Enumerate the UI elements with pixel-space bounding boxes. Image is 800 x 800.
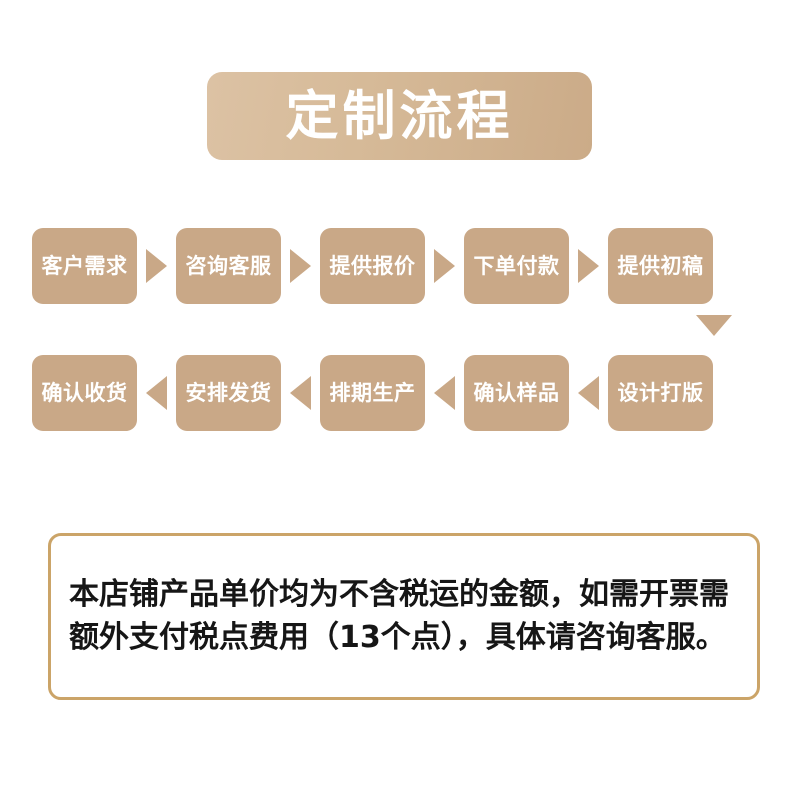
process-step-label: 提供初稿 xyxy=(617,253,704,278)
process-flow-row-2: 确认收货 安排发货 排期生产 确认样品 设计打版 xyxy=(0,355,800,431)
triangle-right-icon xyxy=(434,249,455,283)
process-step-confirm-sample[interactable]: 确认样品 xyxy=(464,355,569,431)
process-step-arrange-shipment[interactable]: 安排发货 xyxy=(176,355,281,431)
process-flow-row-1: 客户需求 咨询客服 提供报价 下单付款 提供初稿 xyxy=(0,228,800,304)
triangle-left-icon xyxy=(146,376,167,410)
triangle-left-icon xyxy=(578,376,599,410)
process-step-place-order-payment[interactable]: 下单付款 xyxy=(464,228,569,304)
process-step-label: 咨询客服 xyxy=(185,253,272,278)
page-title: 定制流程 xyxy=(285,85,514,147)
notice-box: 本店铺产品单价均为不含税运的金额，如需开票需额外支付税点费用（13个点），具体请… xyxy=(48,533,760,700)
process-step-provide-draft[interactable]: 提供初稿 xyxy=(608,228,713,304)
triangle-down-icon xyxy=(696,315,732,336)
process-step-label: 确认样品 xyxy=(473,380,560,405)
process-step-confirm-receipt[interactable]: 确认收货 xyxy=(32,355,137,431)
triangle-right-icon xyxy=(578,249,599,283)
process-step-label: 下单付款 xyxy=(473,253,560,278)
process-step-consult-service[interactable]: 咨询客服 xyxy=(176,228,281,304)
triangle-left-icon xyxy=(434,376,455,410)
process-step-schedule-production[interactable]: 排期生产 xyxy=(320,355,425,431)
process-step-label: 确认收货 xyxy=(41,380,128,405)
triangle-right-icon xyxy=(146,249,167,283)
process-step-label: 客户需求 xyxy=(41,253,128,278)
notice-text: 本店铺产品单价均为不含税运的金额，如需开票需额外支付税点费用（13个点），具体请… xyxy=(69,576,729,655)
process-step-customer-requirement[interactable]: 客户需求 xyxy=(32,228,137,304)
process-step-label: 安排发货 xyxy=(185,380,272,405)
page-title-banner: 定制流程 xyxy=(207,72,592,160)
process-step-label: 设计打版 xyxy=(617,380,704,405)
process-step-label: 排期生产 xyxy=(329,380,416,405)
process-step-provide-quote[interactable]: 提供报价 xyxy=(320,228,425,304)
triangle-right-icon xyxy=(290,249,311,283)
process-step-design-patterning[interactable]: 设计打版 xyxy=(608,355,713,431)
process-step-label: 提供报价 xyxy=(329,253,416,278)
triangle-left-icon xyxy=(290,376,311,410)
